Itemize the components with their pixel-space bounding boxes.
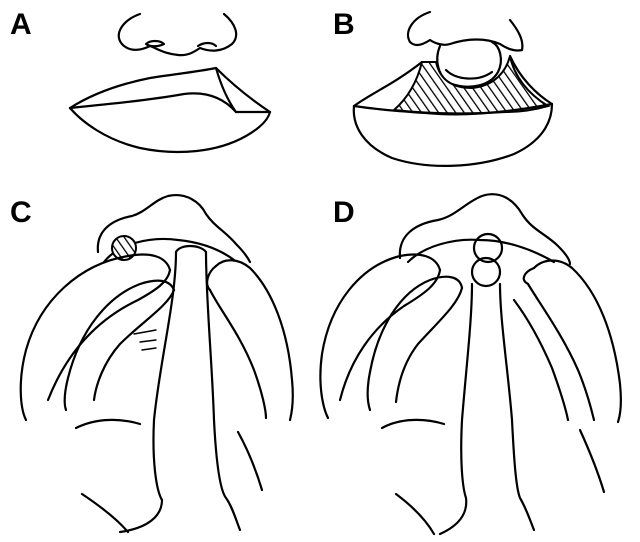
panel-c-lower-left-curve (82, 494, 128, 532)
panel-d-left-flap2-outer (368, 277, 462, 410)
panel-c-right-flap-inner (210, 290, 266, 418)
panel-a-nostril-left (146, 41, 164, 46)
panel-c-drawing (21, 195, 293, 532)
panel-a-nostril-right (198, 43, 216, 46)
panel-c-lower-right-curve (238, 432, 262, 490)
panel-d-right-flap-border (524, 268, 534, 284)
panel-c-mark-2 (140, 340, 156, 342)
panel-a-lower-lip (70, 108, 270, 152)
panel-d-right-flap-inner (528, 284, 594, 420)
panel-c-mark-3 (142, 348, 156, 350)
panel-c-right-flap-outer (216, 260, 293, 420)
panel-d-right-flap-outer (534, 261, 621, 423)
panel-d-upper-outline (400, 194, 570, 264)
panel-a-lip-line (70, 93, 270, 112)
panel-d-center-body-left (440, 284, 472, 534)
panel-a-drawing (70, 14, 270, 152)
panel-d-right-flap2 (514, 300, 568, 420)
panel-b-drawing (354, 12, 552, 166)
panel-b-inner-loop (446, 70, 492, 79)
panel-a-defect-line (216, 68, 236, 112)
panel-label-b: B (333, 10, 355, 40)
panel-label-a: A (10, 10, 32, 40)
panel-b-nose (408, 12, 522, 51)
panel-d-lower-left-curve (396, 494, 434, 534)
panel-label-d: D (333, 198, 355, 228)
panel-label-c: C (10, 198, 32, 228)
panel-d-lower-right-curve (580, 430, 604, 492)
panel-c-top-cap (176, 246, 206, 252)
panel-a-nose (119, 14, 236, 55)
panel-d-drawing (320, 194, 620, 534)
panel-c-lower-line-left (76, 420, 140, 428)
panel-c-right-flap-border (207, 266, 216, 290)
panel-d-lower-line-left (382, 420, 444, 428)
panel-c-mark-1 (134, 330, 156, 334)
